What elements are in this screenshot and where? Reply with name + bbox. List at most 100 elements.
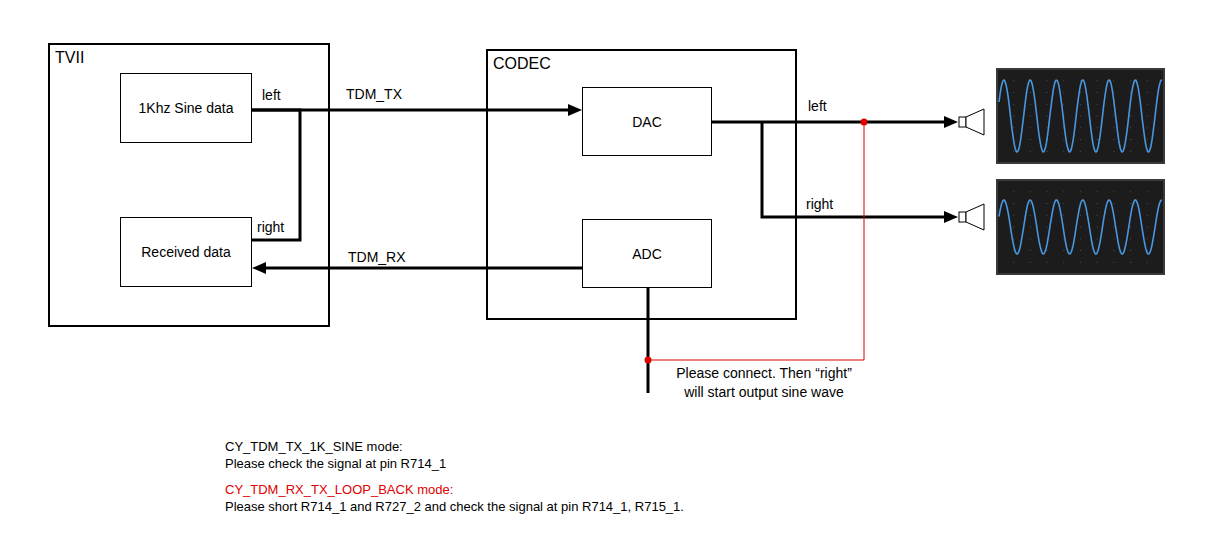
grid-dot bbox=[1080, 191, 1081, 192]
scope-screen bbox=[997, 69, 1164, 163]
grid-dot bbox=[1147, 238, 1148, 239]
grid-dot bbox=[1063, 92, 1064, 93]
grid-dot bbox=[1097, 203, 1098, 204]
arrow-head bbox=[944, 211, 958, 223]
note-text: CY_TDM_TX_1K_SINE mode: bbox=[225, 439, 403, 455]
grid-dot bbox=[1130, 262, 1131, 263]
grid-dot bbox=[1147, 226, 1148, 227]
grid-dot bbox=[1113, 262, 1114, 263]
box-label: ADC bbox=[626, 243, 668, 265]
grid-dot bbox=[1047, 151, 1048, 152]
grid-dot bbox=[1147, 262, 1148, 263]
text-stack: 1Khz Sine data bbox=[133, 97, 240, 119]
block-title: TVII bbox=[55, 49, 84, 67]
grid-dot bbox=[1013, 203, 1014, 204]
grid-dot bbox=[1030, 262, 1031, 263]
grid-dot bbox=[1113, 80, 1114, 81]
grid-dot bbox=[1080, 215, 1081, 216]
note-text: Please connect. Then “right” will start … bbox=[672, 364, 856, 402]
grid-dot bbox=[1047, 104, 1048, 105]
grid-dot bbox=[1063, 104, 1064, 105]
junction-dot bbox=[861, 119, 868, 126]
grid-dot bbox=[1013, 191, 1014, 192]
box-label: 1Khz Sine data bbox=[133, 97, 240, 119]
process-box: Received data bbox=[120, 217, 252, 287]
text-stack: DAC bbox=[626, 111, 668, 133]
grid-dot bbox=[1113, 115, 1114, 116]
grid-dot bbox=[1063, 203, 1064, 204]
grid-dot bbox=[1047, 191, 1048, 192]
speaker-symbol bbox=[959, 204, 984, 230]
adc-input-wire bbox=[647, 288, 650, 393]
grid-dot bbox=[1147, 104, 1148, 105]
note-text: Please short R714_1 and R727_2 and check… bbox=[225, 499, 684, 515]
grid-dot bbox=[1080, 226, 1081, 227]
right-output-wire bbox=[762, 122, 948, 217]
process-box: ADC bbox=[582, 219, 712, 288]
grid-dot bbox=[1130, 226, 1131, 227]
grid-dot bbox=[1130, 139, 1131, 140]
arrow-head bbox=[944, 116, 958, 128]
grid-dot bbox=[1080, 127, 1081, 128]
grid-dot bbox=[1030, 238, 1031, 239]
grid-dot bbox=[1097, 115, 1098, 116]
text-stack: ADC bbox=[626, 243, 668, 265]
left-output-wire bbox=[712, 121, 948, 124]
grid-dot bbox=[1113, 226, 1114, 227]
grid-dot bbox=[1080, 139, 1081, 140]
grid-dot bbox=[1030, 226, 1031, 227]
grid-dot bbox=[1113, 191, 1114, 192]
grid-dot bbox=[1113, 238, 1114, 239]
box-label: Received data bbox=[135, 241, 237, 263]
grid-dot bbox=[1080, 238, 1081, 239]
grid-dot bbox=[1147, 127, 1148, 128]
process-box: 1Khz Sine data bbox=[120, 73, 252, 143]
grid-dot bbox=[1130, 191, 1131, 192]
grid-dot bbox=[1147, 203, 1148, 204]
grid-dot bbox=[1030, 127, 1031, 128]
signal-connector bbox=[252, 110, 300, 240]
block-title: CODEC bbox=[493, 55, 551, 73]
grid-dot bbox=[1097, 238, 1098, 239]
grid-dot bbox=[1047, 215, 1048, 216]
grid-dot bbox=[1130, 203, 1131, 204]
grid-dot bbox=[1113, 151, 1114, 152]
grid-dot bbox=[1080, 115, 1081, 116]
grid-dot bbox=[1113, 127, 1114, 128]
grid-dot bbox=[1030, 191, 1031, 192]
chip-block: CODEC DAC ADC bbox=[486, 49, 797, 320]
grid-dot bbox=[1047, 250, 1048, 251]
grid-dot bbox=[1013, 226, 1014, 227]
grid-dot bbox=[1063, 151, 1064, 152]
grid-dot bbox=[1013, 80, 1014, 81]
grid-dot bbox=[1047, 203, 1048, 204]
note-text: Please check the signal at pin R714_1 bbox=[225, 456, 446, 472]
box-label: DAC bbox=[626, 111, 668, 133]
grid-dot bbox=[1047, 262, 1048, 263]
grid-dot bbox=[1047, 226, 1048, 227]
grid-dot bbox=[1097, 191, 1098, 192]
grid-dot bbox=[1097, 104, 1098, 105]
port-label: left bbox=[808, 97, 827, 115]
grid-dot bbox=[1080, 262, 1081, 263]
grid-dot bbox=[1097, 262, 1098, 263]
grid-dot bbox=[1113, 250, 1114, 251]
grid-dot bbox=[1030, 151, 1031, 152]
grid-dot bbox=[1063, 250, 1064, 251]
speaker-symbol bbox=[959, 109, 984, 135]
grid-dot bbox=[1030, 92, 1031, 93]
sine-trace bbox=[999, 200, 1162, 254]
grid-dot bbox=[1047, 127, 1048, 128]
grid-dot bbox=[1047, 80, 1048, 81]
grid-dot bbox=[1097, 215, 1098, 216]
grid-dot bbox=[1063, 139, 1064, 140]
grid-dot bbox=[1130, 238, 1131, 239]
grid-dot bbox=[1097, 226, 1098, 227]
grid-dot bbox=[1013, 115, 1014, 116]
grid-dot bbox=[1047, 115, 1048, 116]
grid-dot bbox=[1097, 127, 1098, 128]
grid-dot bbox=[1013, 262, 1014, 263]
grid-dot bbox=[1030, 250, 1031, 251]
grid-dot bbox=[1147, 139, 1148, 140]
grid-dot bbox=[1047, 92, 1048, 93]
